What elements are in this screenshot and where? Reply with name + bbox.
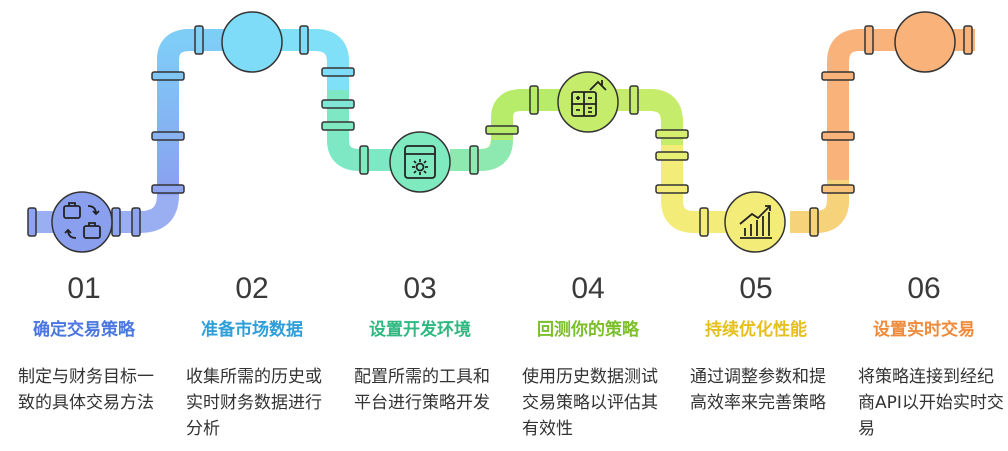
- step-number: 05: [739, 272, 773, 305]
- calendar-settings-icon: [404, 145, 436, 179]
- step-number: 06: [907, 272, 941, 305]
- step-title: 设置实时交易: [873, 320, 975, 340]
- pipe-diagram: [27, 11, 975, 253]
- pipe-segment-1: [27, 25, 235, 237]
- step-number: 02: [235, 272, 269, 305]
- step-number: 03: [403, 272, 437, 305]
- rising-chart-icon: [739, 205, 772, 239]
- step-1: 01 确定交易策略 制定与财务目标一致的具体交易方法: [4, 270, 164, 416]
- step-number: 04: [571, 272, 605, 305]
- briefcase-exchange-icon: [63, 202, 101, 239]
- node-6: [894, 11, 956, 73]
- node-1: [51, 191, 113, 253]
- node-4: [557, 71, 619, 133]
- step-number: 01: [67, 272, 101, 305]
- pipe-segment-4: [600, 85, 740, 237]
- step-5: 05 持续优化性能 通过调整参数和提高效率来完善策略: [676, 270, 836, 416]
- step-description: 将策略连接到经纪商API以开始实时交易: [858, 367, 1004, 439]
- step-description: 配置所需的工具和平台进行策略开发: [354, 367, 490, 413]
- step-4: 04 回测你的策略 使用历史数据测试交易策略以评估其有效性: [508, 270, 668, 442]
- node-3: [389, 131, 451, 193]
- step-2: 02 准备市场数据 收集所需的历史或实时财务数据进行分析: [172, 270, 332, 442]
- step-3: 03 设置开发环境 配置所需的工具和平台进行策略开发: [340, 270, 500, 416]
- pipe-segment-3: [450, 85, 580, 175]
- step-title: 确定交易策略: [33, 320, 135, 340]
- pipe-segment-2: [280, 25, 420, 175]
- step-description: 通过调整参数和提高效率来完善策略: [690, 367, 826, 413]
- calculator-house-icon: [571, 80, 607, 117]
- node-2: [221, 11, 283, 73]
- step-title: 准备市场数据: [201, 320, 303, 340]
- node-5: [724, 191, 786, 253]
- step-title: 设置开发环境: [369, 320, 471, 340]
- step-title: 持续优化性能: [705, 320, 807, 340]
- step-description: 使用历史数据测试交易策略以评估其有效性: [522, 367, 658, 439]
- step-description: 收集所需的历史或实时财务数据进行分析: [186, 367, 322, 439]
- step-6: 06 设置实时交易 将策略连接到经纪商API以开始实时交易: [844, 270, 1004, 442]
- step-title: 回测你的策略: [537, 320, 639, 340]
- step-description: 制定与财务目标一致的具体交易方法: [18, 367, 154, 413]
